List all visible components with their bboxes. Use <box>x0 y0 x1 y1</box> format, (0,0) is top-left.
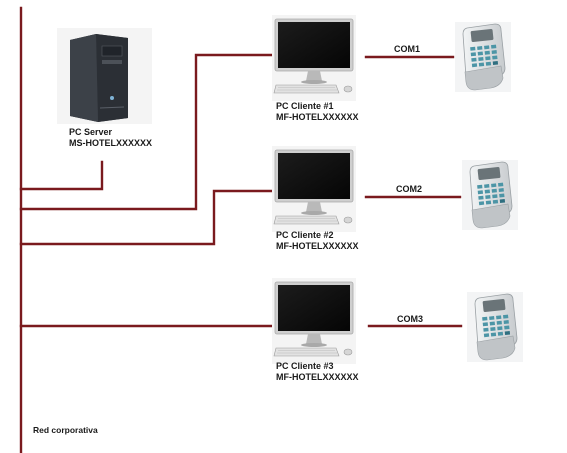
client-3-label: PC Cliente #3 MF-HOTELXXXXXX <box>276 361 359 383</box>
client-3-monitor-keyboard-icon <box>271 277 357 365</box>
client-2-title: PC Cliente #2 <box>276 230 334 240</box>
server-title: PC Server <box>69 127 113 137</box>
server-label: PC Server MS-HOTELXXXXXX <box>69 127 152 149</box>
com3-label: COM3 <box>397 314 424 324</box>
com1-label: COM1 <box>394 44 421 54</box>
client-3-title: PC Cliente #3 <box>276 361 334 371</box>
client-1-hostname: MF-HOTELXXXXXX <box>276 112 359 122</box>
client-2-label: PC Cliente #2 MF-HOTELXXXXXX <box>276 230 359 252</box>
client-1-link <box>19 53 274 211</box>
client-2-link <box>19 189 274 246</box>
tower-pc-icon <box>57 28 152 124</box>
client-2-hostname: MF-HOTELXXXXXX <box>276 241 359 251</box>
client-3-hostname: MF-HOTELXXXXXX <box>276 372 359 382</box>
com3-handheld-terminal-icon <box>466 291 524 363</box>
com2-label: COM2 <box>396 184 423 194</box>
network-label: Red corporativa <box>33 425 98 435</box>
network-links <box>19 6 463 453</box>
client-1-monitor-keyboard-icon <box>271 14 357 102</box>
server-link <box>19 160 104 191</box>
client-1-label: PC Cliente #1 MF-HOTELXXXXXX <box>276 101 359 123</box>
client-2-monitor-keyboard-icon <box>271 145 357 233</box>
com2-handheld-terminal-icon <box>461 159 519 231</box>
client-1-title: PC Cliente #1 <box>276 101 334 111</box>
com1-handheld-terminal-icon <box>454 21 512 93</box>
server-hostname: MS-HOTELXXXXXX <box>69 138 153 148</box>
